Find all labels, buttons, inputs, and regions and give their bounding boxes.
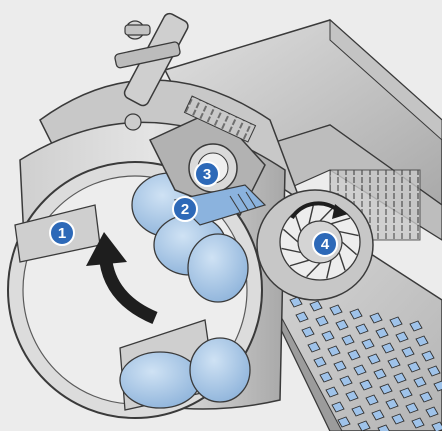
callout-3-label: 3: [203, 166, 211, 183]
callout-3: 3: [195, 162, 219, 186]
callout-4: 4: [313, 232, 337, 256]
callout-2-label: 2: [181, 201, 189, 218]
callout-4-label: 4: [321, 236, 330, 253]
callout-2: 2: [173, 197, 197, 221]
callout-1-label: 1: [58, 225, 66, 242]
callout-1: 1: [50, 221, 74, 245]
